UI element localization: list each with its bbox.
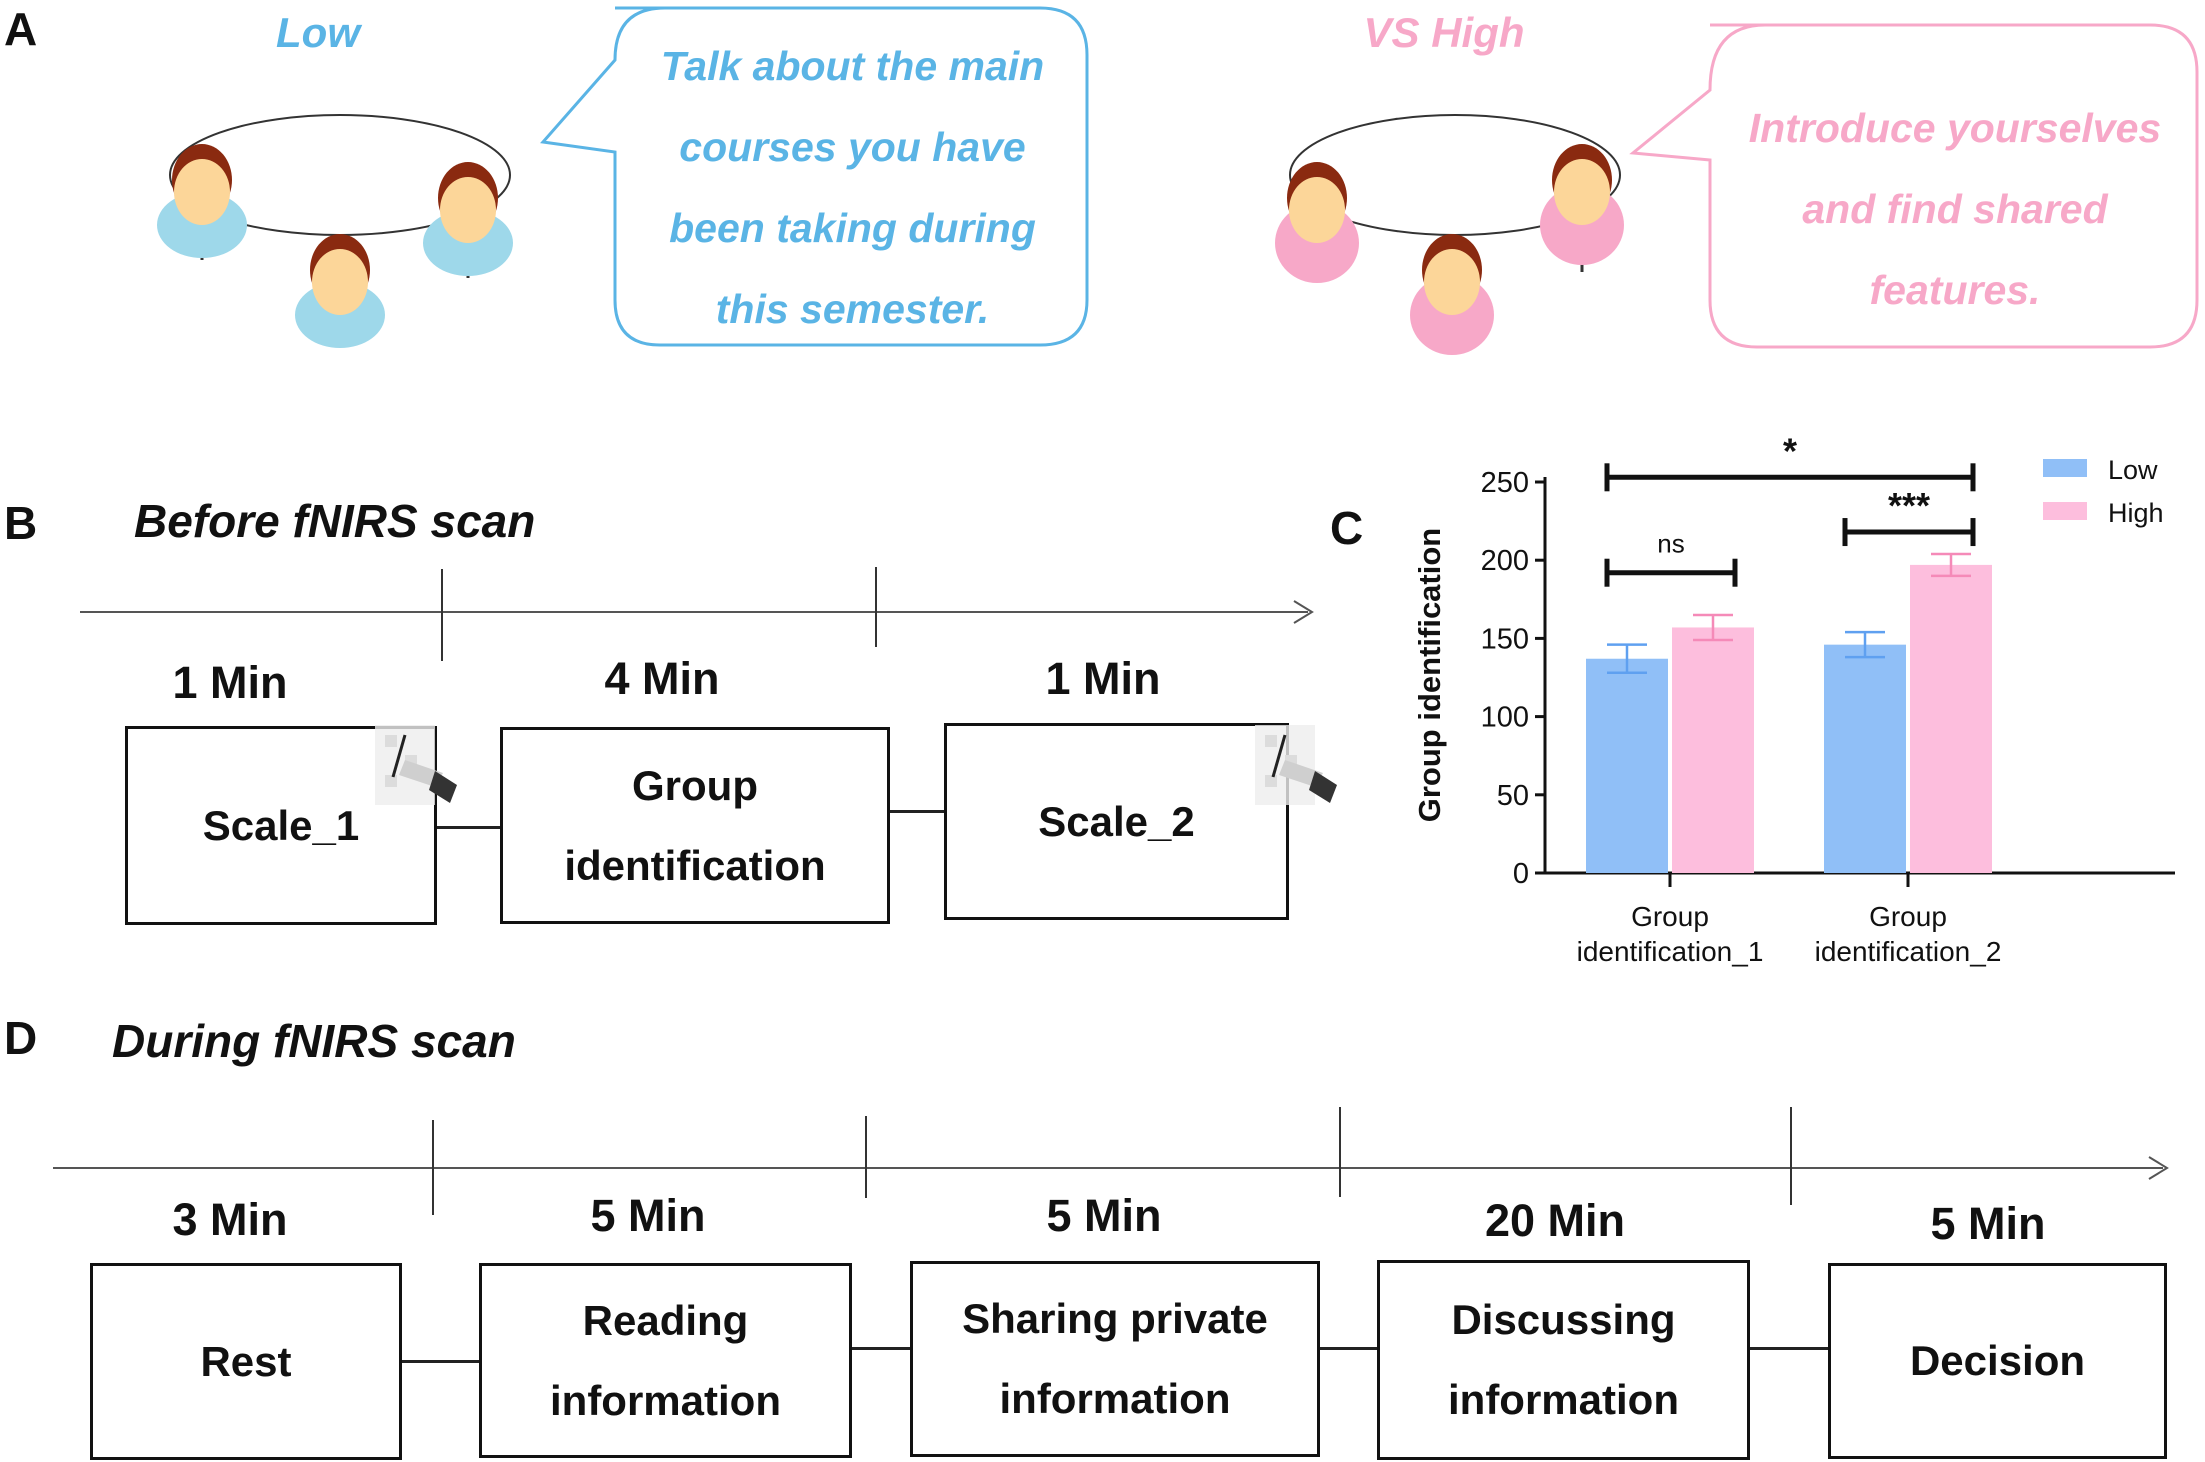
low-prompt-line: been taking during: [669, 205, 1036, 251]
step-connector: [1750, 1347, 1830, 1350]
timeline-tick: [432, 1120, 434, 1215]
person-icon: [1540, 144, 1624, 272]
step-box-reading-information: Reading information: [479, 1263, 852, 1458]
step-duration: 20 Min: [1484, 1195, 1626, 1246]
low-group-illustration: [157, 114, 513, 348]
person-icon: [295, 234, 385, 348]
y-tick-label: 0: [1513, 858, 1529, 890]
panel-b-title: Before fNIRS scan: [134, 495, 536, 547]
step-duration: 5 Min: [1930, 1198, 2046, 1249]
timeline-tick: [865, 1116, 867, 1198]
step-label: information: [550, 1376, 781, 1424]
step-duration: 3 Min: [172, 1194, 288, 1245]
step-box-scale-2: Scale_2: [944, 723, 1289, 920]
low-prompt-line: this semester.: [715, 286, 990, 332]
high-group-illustration: [1275, 114, 1624, 355]
step-box-sharing-private-information: Sharing private information: [910, 1261, 1320, 1457]
x-tick-label: Group: [1631, 901, 1709, 932]
panel-b-label: B: [4, 497, 38, 549]
person-icon: [157, 144, 247, 260]
step-box-discussing-information: Discussing information: [1377, 1260, 1750, 1460]
timeline-tick: [441, 569, 443, 661]
step-label: Scale_1: [202, 801, 360, 849]
significance-label: *: [1783, 430, 1797, 471]
low-speech-bubble: [540, 6, 1089, 347]
timeline-axis: [80, 611, 1308, 613]
panel-d-label: D: [4, 1012, 38, 1064]
y-tick-label: 250: [1481, 467, 1529, 499]
person-icon: [1410, 234, 1494, 355]
y-tick-label: 100: [1481, 702, 1529, 734]
step-label: information: [1448, 1376, 1679, 1423]
timeline-tick: [1339, 1107, 1341, 1197]
panel-d-title: During fNIRS scan: [112, 1015, 516, 1067]
step-box-group-identification: Group identification: [500, 727, 890, 924]
step-label: Reading: [582, 1296, 749, 1344]
step-duration: 1 Min: [172, 657, 288, 708]
bar-low: [1824, 644, 1906, 873]
step-box-rest: Rest: [90, 1263, 402, 1460]
step-connector: [852, 1347, 912, 1350]
step-label: Decision: [1909, 1337, 2086, 1384]
high-prompt-line: and find shared: [1802, 186, 2108, 232]
timeline-axis: [53, 1167, 2163, 1169]
legend-label: High: [2108, 498, 2164, 528]
step-connector: [437, 826, 502, 829]
timeline-arrowhead-icon: [2148, 1156, 2169, 1180]
timeline-tick: [875, 567, 877, 647]
y-tick-label: 200: [1481, 545, 1529, 577]
step-duration: 4 Min: [604, 653, 720, 704]
step-duration: 1 Min: [1045, 653, 1161, 704]
step-connector: [402, 1360, 480, 1363]
low-prompt-line: Talk about the main: [660, 43, 1045, 89]
legend-label: Low: [2108, 455, 2158, 485]
bar-high: [1910, 564, 1992, 873]
questionnaire-pencil-icon: [375, 725, 457, 805]
x-tick-label: Group: [1869, 901, 1947, 932]
panel-c-label: C: [1330, 502, 1364, 554]
step-label: information: [999, 1375, 1231, 1422]
step-box-scale-1: Scale_1: [125, 726, 437, 925]
step-connector: [890, 810, 945, 813]
timeline-tick: [1790, 1107, 1792, 1205]
high-prompt-text: Introduce yourselves and find shared fea…: [1715, 88, 2195, 331]
person-icon: [423, 162, 513, 278]
step-label: Scale_2: [1038, 797, 1195, 845]
step-duration: 5 Min: [590, 1190, 706, 1241]
bar-high: [1672, 627, 1754, 873]
y-axis-title: Group identification: [1412, 528, 1447, 823]
legend-swatch-high: [2043, 502, 2087, 520]
step-label: Rest: [200, 1337, 292, 1385]
timeline-arrowhead-icon: [1293, 600, 1314, 624]
bar-low: [1586, 658, 1668, 873]
person-icon: [1275, 162, 1359, 283]
y-tick-label: 150: [1481, 623, 1529, 655]
step-connector: [1320, 1347, 1378, 1350]
step-label: Sharing private: [962, 1295, 1268, 1342]
significance-label: ***: [1888, 485, 1930, 526]
questionnaire-pencil-icon: [1255, 725, 1337, 805]
low-condition-label: Low: [276, 9, 360, 56]
significance-label: ns: [1657, 529, 1684, 559]
low-prompt-text: Talk about the main courses you have bee…: [620, 26, 1085, 350]
step-duration: 5 Min: [1046, 1190, 1162, 1241]
x-tick-label: identification_1: [1577, 936, 1764, 967]
high-condition-label: VS High: [1363, 9, 1525, 56]
y-tick-label: 50: [1497, 780, 1529, 812]
high-speech-bubble: [1629, 23, 2199, 349]
step-label: identification: [564, 841, 826, 889]
step-label: Discussing: [1451, 1296, 1676, 1343]
panel-a-label: A: [4, 3, 38, 55]
x-tick-label: identification_2: [1815, 936, 2002, 967]
legend-swatch-low: [2043, 459, 2087, 477]
high-prompt-line: features.: [1869, 267, 2041, 313]
step-box-decision: Decision: [1828, 1263, 2167, 1459]
high-prompt-line: Introduce yourselves: [1748, 105, 2162, 151]
step-label: Group: [632, 761, 758, 809]
low-prompt-line: courses you have: [679, 124, 1026, 170]
